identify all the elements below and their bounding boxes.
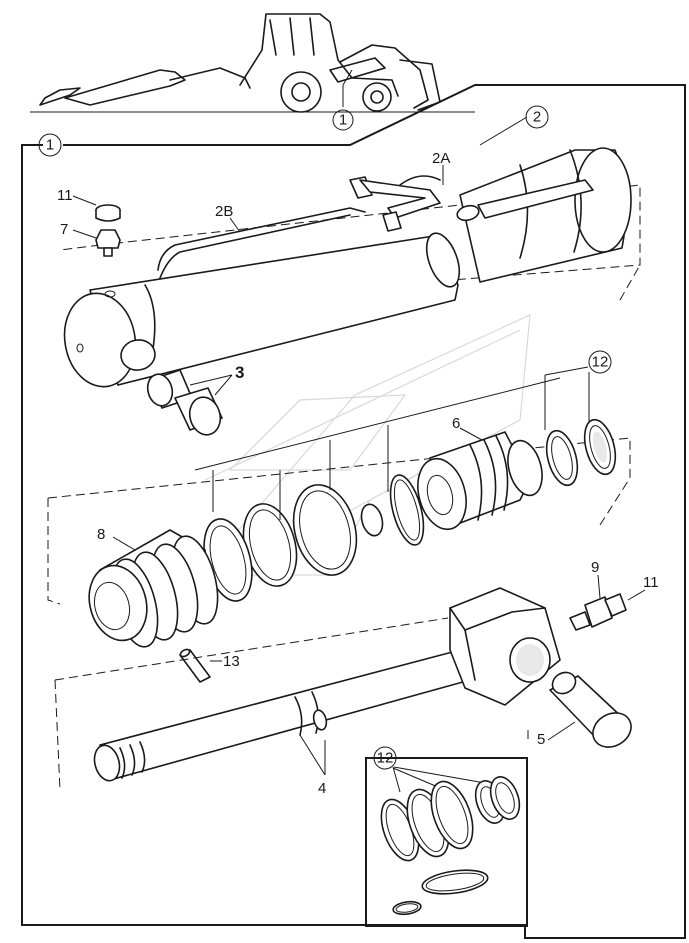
callout-barrel-2: 2 bbox=[533, 109, 541, 126]
barrel-group-outline-2 bbox=[59, 244, 641, 301]
callout-2b: 2B bbox=[215, 203, 233, 220]
bushes: 3 bbox=[146, 363, 244, 436]
barrel-callout: 2 bbox=[479, 105, 549, 146]
assembly-frame bbox=[21, 84, 686, 939]
grease-nipple-top: 7 bbox=[60, 221, 121, 257]
barrel-pipe-labels: 2A 2B bbox=[215, 150, 450, 233]
machine-ref-callout: 1 bbox=[332, 69, 354, 131]
rod-group-outline bbox=[54, 617, 529, 791]
rod-bush: 5 bbox=[537, 671, 632, 748]
callout-2a: 2A bbox=[432, 150, 450, 167]
callout-9: 9 bbox=[591, 559, 599, 576]
seal-kit-main-callout: 12 bbox=[194, 350, 612, 471]
callout-6: 6 bbox=[452, 415, 460, 432]
callout-5: 5 bbox=[537, 731, 545, 748]
gland-and-seals: 8 bbox=[88, 425, 425, 648]
callout-4: 4 bbox=[318, 780, 326, 797]
callout-11-top: 11 bbox=[57, 187, 73, 204]
callout-assembly-1: 1 bbox=[46, 137, 54, 154]
piston-rod: 4 bbox=[93, 587, 561, 797]
callout-12-inset: 12 bbox=[377, 750, 394, 767]
piston-group-outline bbox=[47, 437, 631, 605]
piston-seal-rings bbox=[545, 418, 617, 487]
callout-11-rod: 11 bbox=[643, 574, 659, 591]
piston: 6 bbox=[417, 415, 543, 531]
roll-pin: 13 bbox=[179, 648, 240, 683]
cap-top: 11 bbox=[57, 187, 121, 222]
assembly-ref-callout: 1 bbox=[38, 133, 62, 157]
callout-8: 8 bbox=[97, 526, 105, 543]
callout-3: 3 bbox=[235, 363, 244, 382]
callout-7: 7 bbox=[60, 221, 68, 238]
callout-13: 13 bbox=[223, 653, 240, 670]
barrel-group-outline bbox=[99, 184, 641, 281]
callout-machine-1: 1 bbox=[339, 112, 347, 129]
seal-kit-inset: 12 bbox=[365, 746, 528, 927]
backhoe-machine-illustration bbox=[30, 13, 475, 113]
grease-nipple-rod: 9 11 bbox=[569, 559, 659, 631]
callout-12-main: 12 bbox=[592, 354, 609, 371]
cylinder-barrel bbox=[63, 147, 632, 388]
